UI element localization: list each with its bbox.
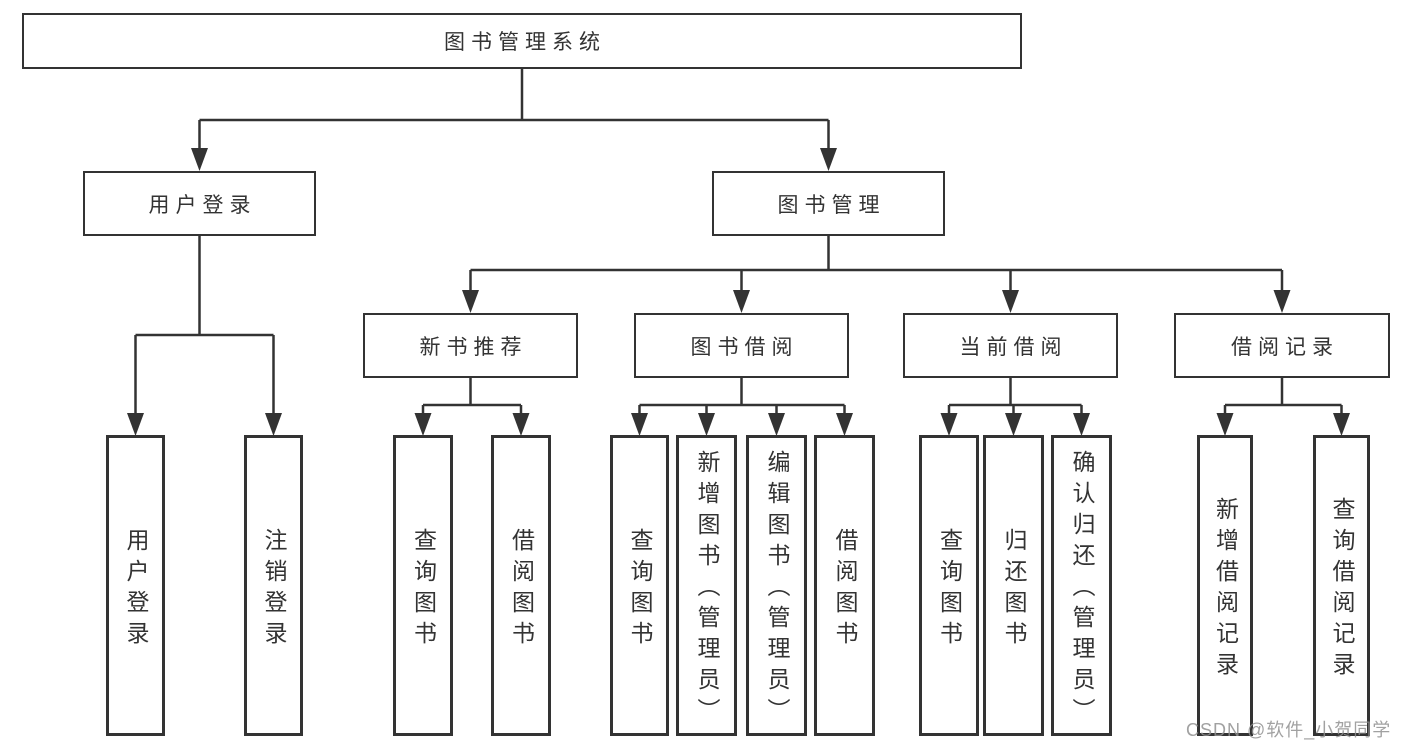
node-query-books-current: 查询图书 <box>919 435 979 736</box>
node-confirm-return-admin: 确认归还（管理员） <box>1051 435 1112 736</box>
node-add-borrow-record: 新增借阅记录 <box>1197 435 1253 736</box>
node-borrow-books-recommend: 借阅图书 <box>491 435 551 736</box>
watermark: CSDN @软件_小贺同学 <box>1186 720 1392 740</box>
node-user-login: 用户登录 <box>106 435 165 736</box>
node-query-books-borrowing: 查询图书 <box>610 435 669 736</box>
node-book-management: 图书管理 <box>712 171 945 236</box>
node-book-borrowing: 图书借阅 <box>634 313 849 378</box>
node-logout-login: 注销登录 <box>244 435 303 736</box>
node-query-borrow-record: 查询借阅记录 <box>1313 435 1370 736</box>
node-query-books-recommend: 查询图书 <box>393 435 453 736</box>
node-borrowing-records: 借阅记录 <box>1174 313 1390 378</box>
node-return-books: 归还图书 <box>983 435 1044 736</box>
node-user-login-group: 用户登录 <box>83 171 316 236</box>
node-library-management-system: 图书管理系统 <box>22 13 1022 69</box>
node-current-borrowing: 当前借阅 <box>903 313 1118 378</box>
node-borrow-books-borrowing: 借阅图书 <box>814 435 875 736</box>
node-add-books-admin: 新增图书（管理员） <box>676 435 737 736</box>
node-new-book-recommend: 新书推荐 <box>363 313 578 378</box>
node-edit-books-admin: 编辑图书（管理员） <box>746 435 807 736</box>
